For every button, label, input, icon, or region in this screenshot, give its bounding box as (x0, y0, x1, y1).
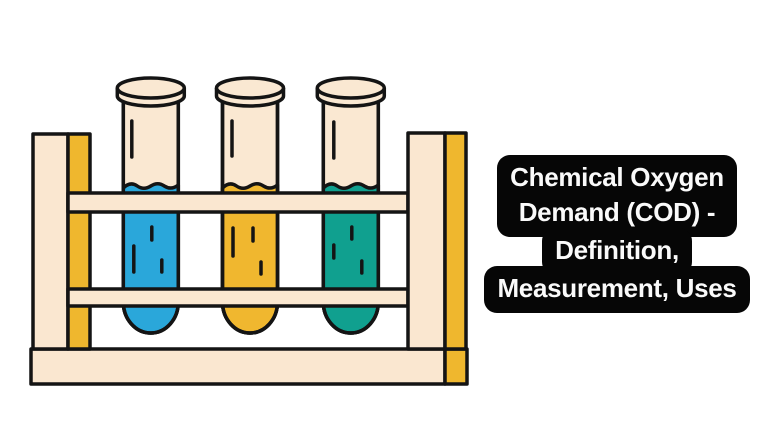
caption-line-4: Measurement, Uses (497, 273, 737, 303)
caption-line-3: Definition, (555, 235, 679, 265)
test-tube-teal (315, 76, 387, 335)
rack-left-post-side (66, 132, 92, 351)
caption-line-1: Chemical Oxygen (510, 162, 724, 192)
tube-rim-top (115, 76, 187, 100)
tube-rim-top (315, 76, 387, 100)
caption-line-2: Demand (COD) - (518, 197, 716, 227)
rack-left-post (31, 132, 70, 351)
test-tube-rack-illustration (29, 76, 469, 386)
tube-rim-top (214, 76, 286, 100)
caption-box-1: Chemical Oxygen Demand (COD) - (497, 155, 737, 237)
rack-right-post (406, 131, 447, 351)
rack-right-post-side (443, 131, 468, 351)
rack-base-side (443, 347, 469, 386)
rack-lower-rail (66, 287, 410, 308)
caption-box-3: Measurement, Uses (484, 266, 750, 313)
rack-frame (31, 131, 468, 351)
rack-upper-rail (66, 191, 410, 214)
caption: Chemical Oxygen Demand (COD) - Definitio… (478, 155, 756, 313)
rack-base (29, 347, 469, 386)
